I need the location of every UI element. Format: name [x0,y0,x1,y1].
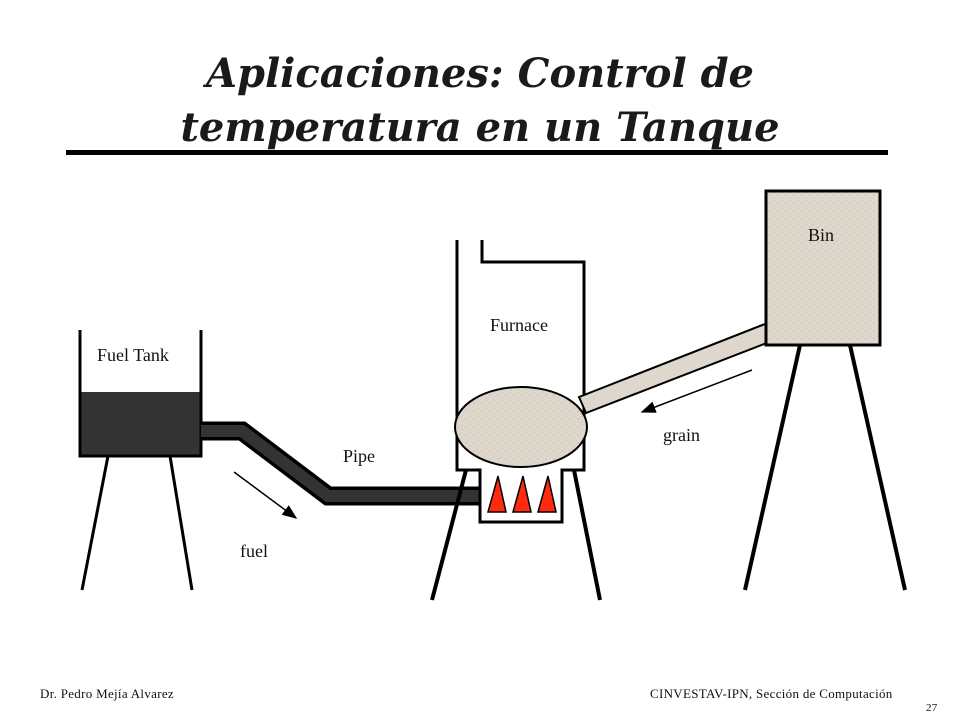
flame-icon [537,475,557,513]
furnace-grain-load [454,386,588,468]
footer-institution: CINVESTAV-IPN, Sección de Computación [650,686,893,701]
fuel-tank [78,330,203,591]
fuel-tank-leg-right [168,455,194,591]
fuel-flow-arrow [233,471,298,519]
grain-bin-leg-left [743,344,802,591]
fuel-tank-outline [78,330,203,458]
title-underline [66,150,888,155]
fuel-label: fuel [240,541,268,561]
page-number: 27 [926,702,938,714]
grain-bin-leg-right [848,344,907,591]
fuel-tank-label: Fuel Tank [97,345,169,365]
grain-bin [743,189,907,591]
grain-bin-body [764,189,882,347]
grain-label: grain [663,425,700,445]
flame-icon [512,475,532,513]
furnace-outline [455,240,586,524]
footer-author: Dr. Pedro Mejía Alvarez [40,686,174,701]
furnace-label: Furnace [490,315,548,335]
furnace-leg-right [572,469,602,601]
grain-chute [577,320,779,415]
pipe-label: Pipe [343,446,375,466]
fuel-tank-fuel-level [80,392,201,456]
slide-title-line-1: Aplicaciones: Control de [205,50,754,97]
furnace [430,240,602,601]
grain-flow-arrow [640,369,753,413]
bin-label: Bin [808,225,834,245]
slide-title-line-2: temperatura en un Tanque [180,104,780,151]
flame-icon [487,475,507,513]
furnace-leg-left [430,469,468,601]
fuel-pipe [201,421,480,506]
fuel-tank-leg-left [80,455,110,591]
